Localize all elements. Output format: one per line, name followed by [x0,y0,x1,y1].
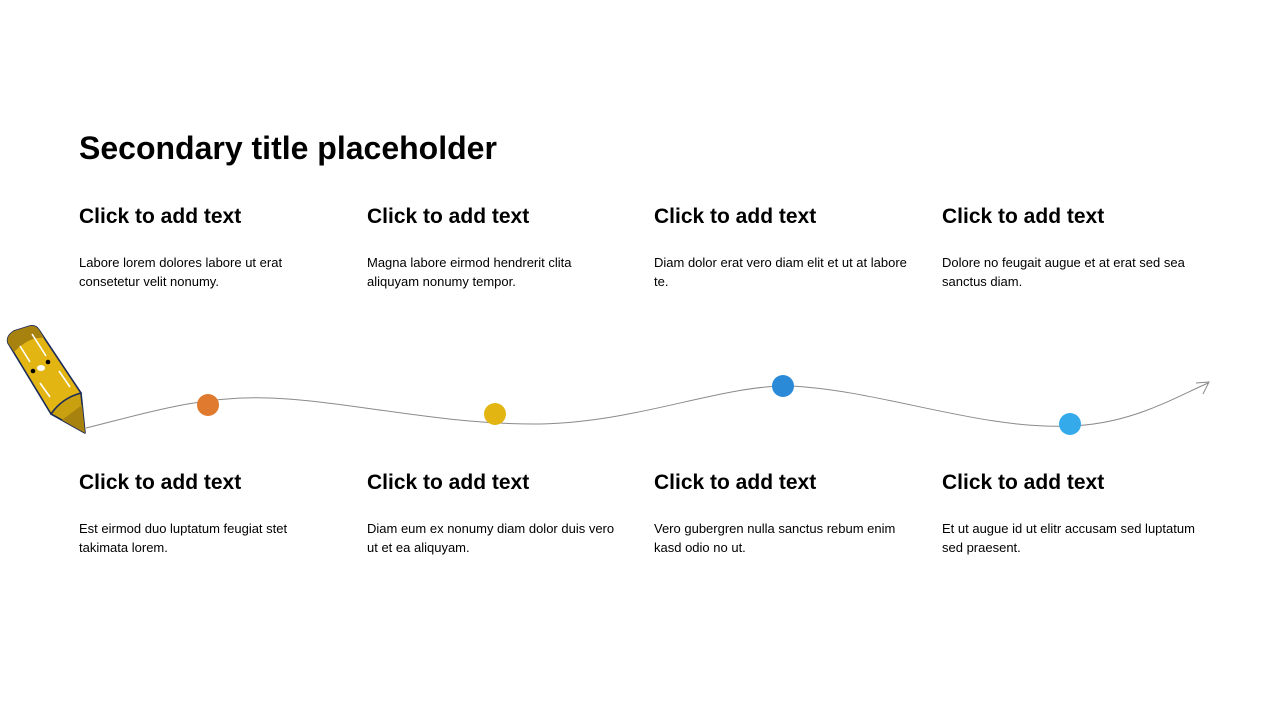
item-body: Magna labore eirmod hendrerit clita aliq… [367,255,572,289]
item-heading: Click to add text [79,471,242,494]
item-body: Vero gubergren nulla sanctus rebum enim … [654,521,896,555]
arrow-head-icon [1195,381,1210,395]
item-heading: Click to add text [79,205,242,228]
timeline-dot-3 [772,375,794,397]
bottom-item-4[interactable]: Click to add text Et ut augue id ut elitr… [942,471,1202,555]
item-body: Et ut augue id ut elitr accusam sed lupt… [942,521,1195,555]
pencil-icon [6,325,86,434]
item-heading: Click to add text [654,205,817,228]
page-title[interactable]: Secondary title placeholder [79,130,497,166]
item-heading: Click to add text [942,471,1105,494]
item-body: Dolore no feugait augue et at erat sed s… [942,255,1185,289]
item-heading: Click to add text [367,471,530,494]
item-heading: Click to add text [654,471,817,494]
timeline-dot-1 [197,394,219,416]
item-body: Diam eum ex nonumy diam dolor duis vero … [367,521,615,555]
item-body: Diam dolor erat vero diam elit et ut at … [654,255,907,289]
item-body: Est eirmod duo luptatum feugiat stet tak… [79,521,288,555]
timeline-dot-2 [484,403,506,425]
timeline-curve [85,382,1209,429]
timeline-dot-4 [1059,413,1081,435]
item-heading: Click to add text [367,205,530,228]
item-body: Labore lorem dolores labore ut erat cons… [79,255,283,289]
item-heading: Click to add text [942,205,1105,228]
